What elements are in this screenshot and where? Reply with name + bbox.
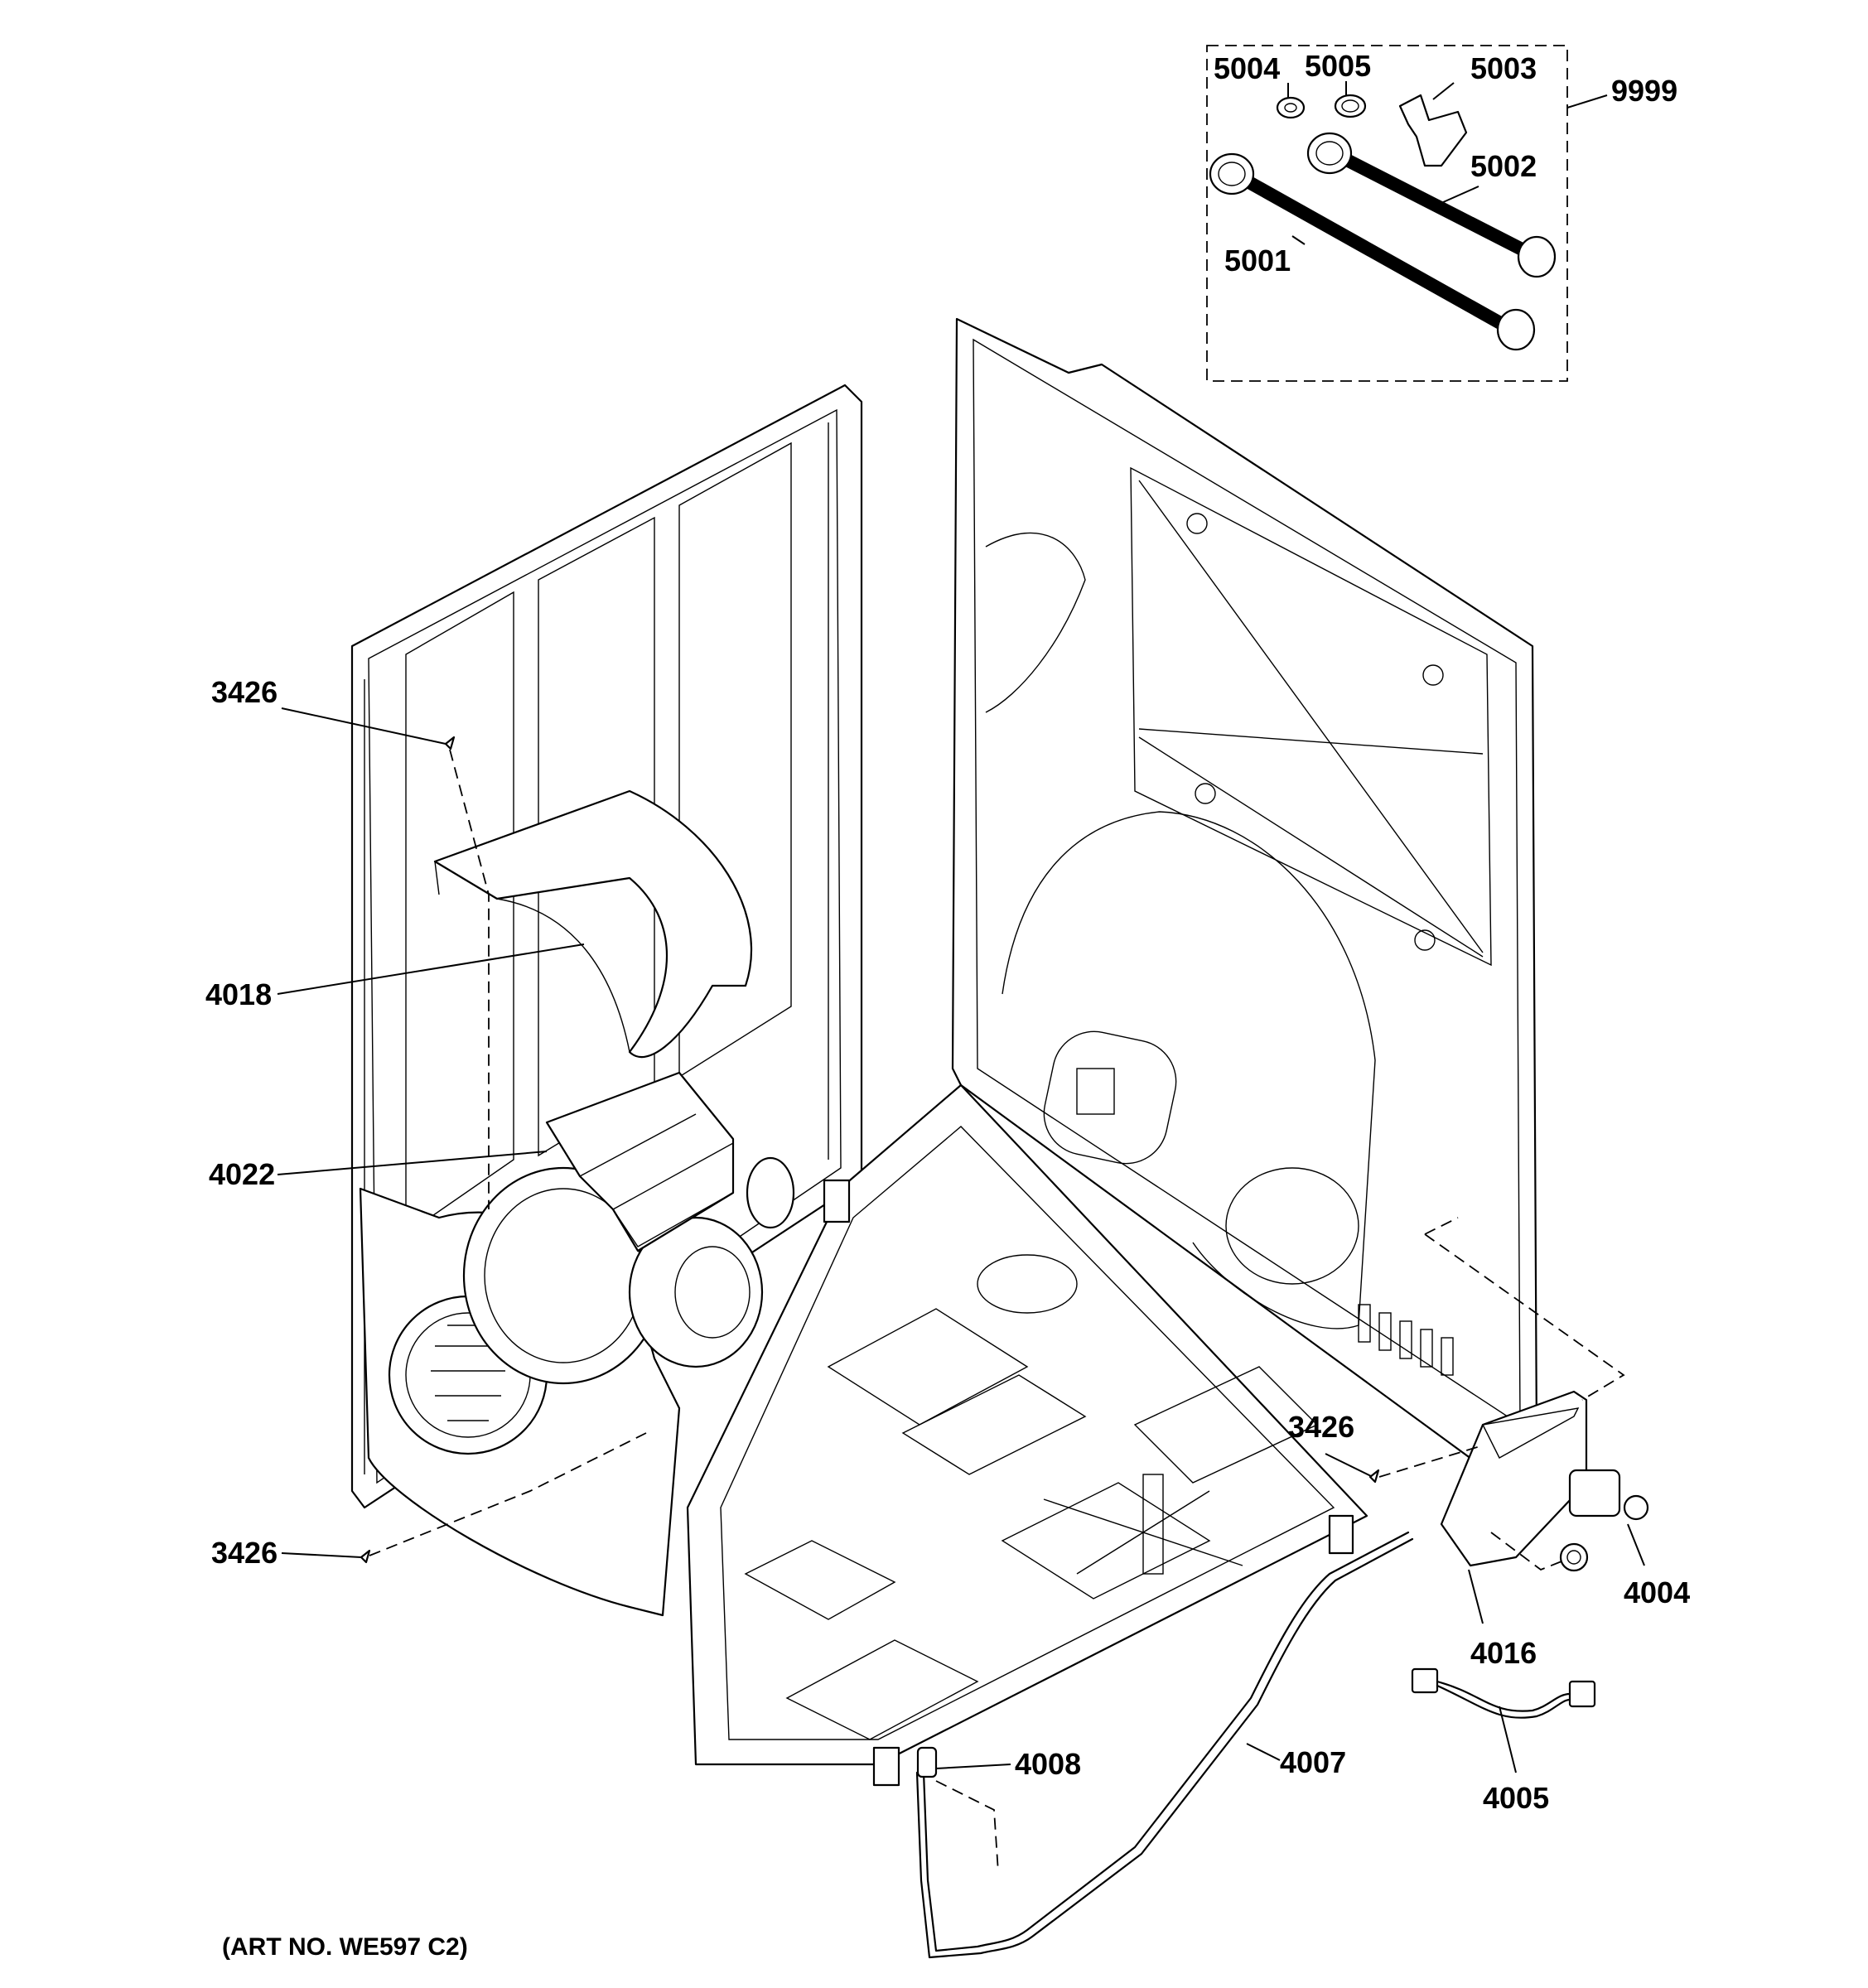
duct-4022 [545,1071,735,1252]
callout-5005: 5005 [1305,49,1371,83]
assembly-path-lines [369,749,1625,1873]
callout-5002: 5002 [1470,149,1537,183]
base-assembly [686,1083,1368,1787]
callout-4018: 4018 [205,977,272,1011]
callout-3426-bottom: 3426 [211,1536,278,1570]
callout-4007: 4007 [1280,1745,1346,1779]
callout-4022: 4022 [209,1157,275,1191]
blower-housing [359,1156,795,1617]
leveling-leg [823,1179,1354,1787]
rear-vent-louvres [1358,1304,1454,1376]
fill-tube-4007 [915,1531,1414,1959]
leader-lines [277,81,1645,1773]
callout-9999: 9999 [1611,74,1677,108]
callout-4016: 4016 [1470,1636,1537,1670]
callout-4004: 4004 [1624,1575,1690,1609]
hose-coupling [1209,132,1557,351]
tube-clamp-4008 [916,1746,938,1778]
wire-harness-4005 [1411,1667,1596,1719]
duct-4018 [433,789,753,1059]
callout-4005: 4005 [1483,1781,1549,1815]
art-number-caption: (ART NO. WE597 C2) [222,1933,468,1961]
screw-3426 [360,736,1380,1564]
callout-3426-top: 3426 [211,675,278,709]
inlet-valve-group [1440,1390,1649,1572]
callout-4008: 4008 [1015,1747,1081,1781]
callout-5003: 5003 [1470,51,1537,85]
hose-kit-box [1206,45,1568,382]
callout-3426-right: 3426 [1288,1410,1354,1444]
callout-5001: 5001 [1224,244,1291,277]
callout-labels: 3426 4018 4022 3426 3426 4016 4004 4005 … [205,49,1690,1815]
rear-panel [951,317,1538,1472]
callout-5004: 5004 [1214,51,1280,85]
